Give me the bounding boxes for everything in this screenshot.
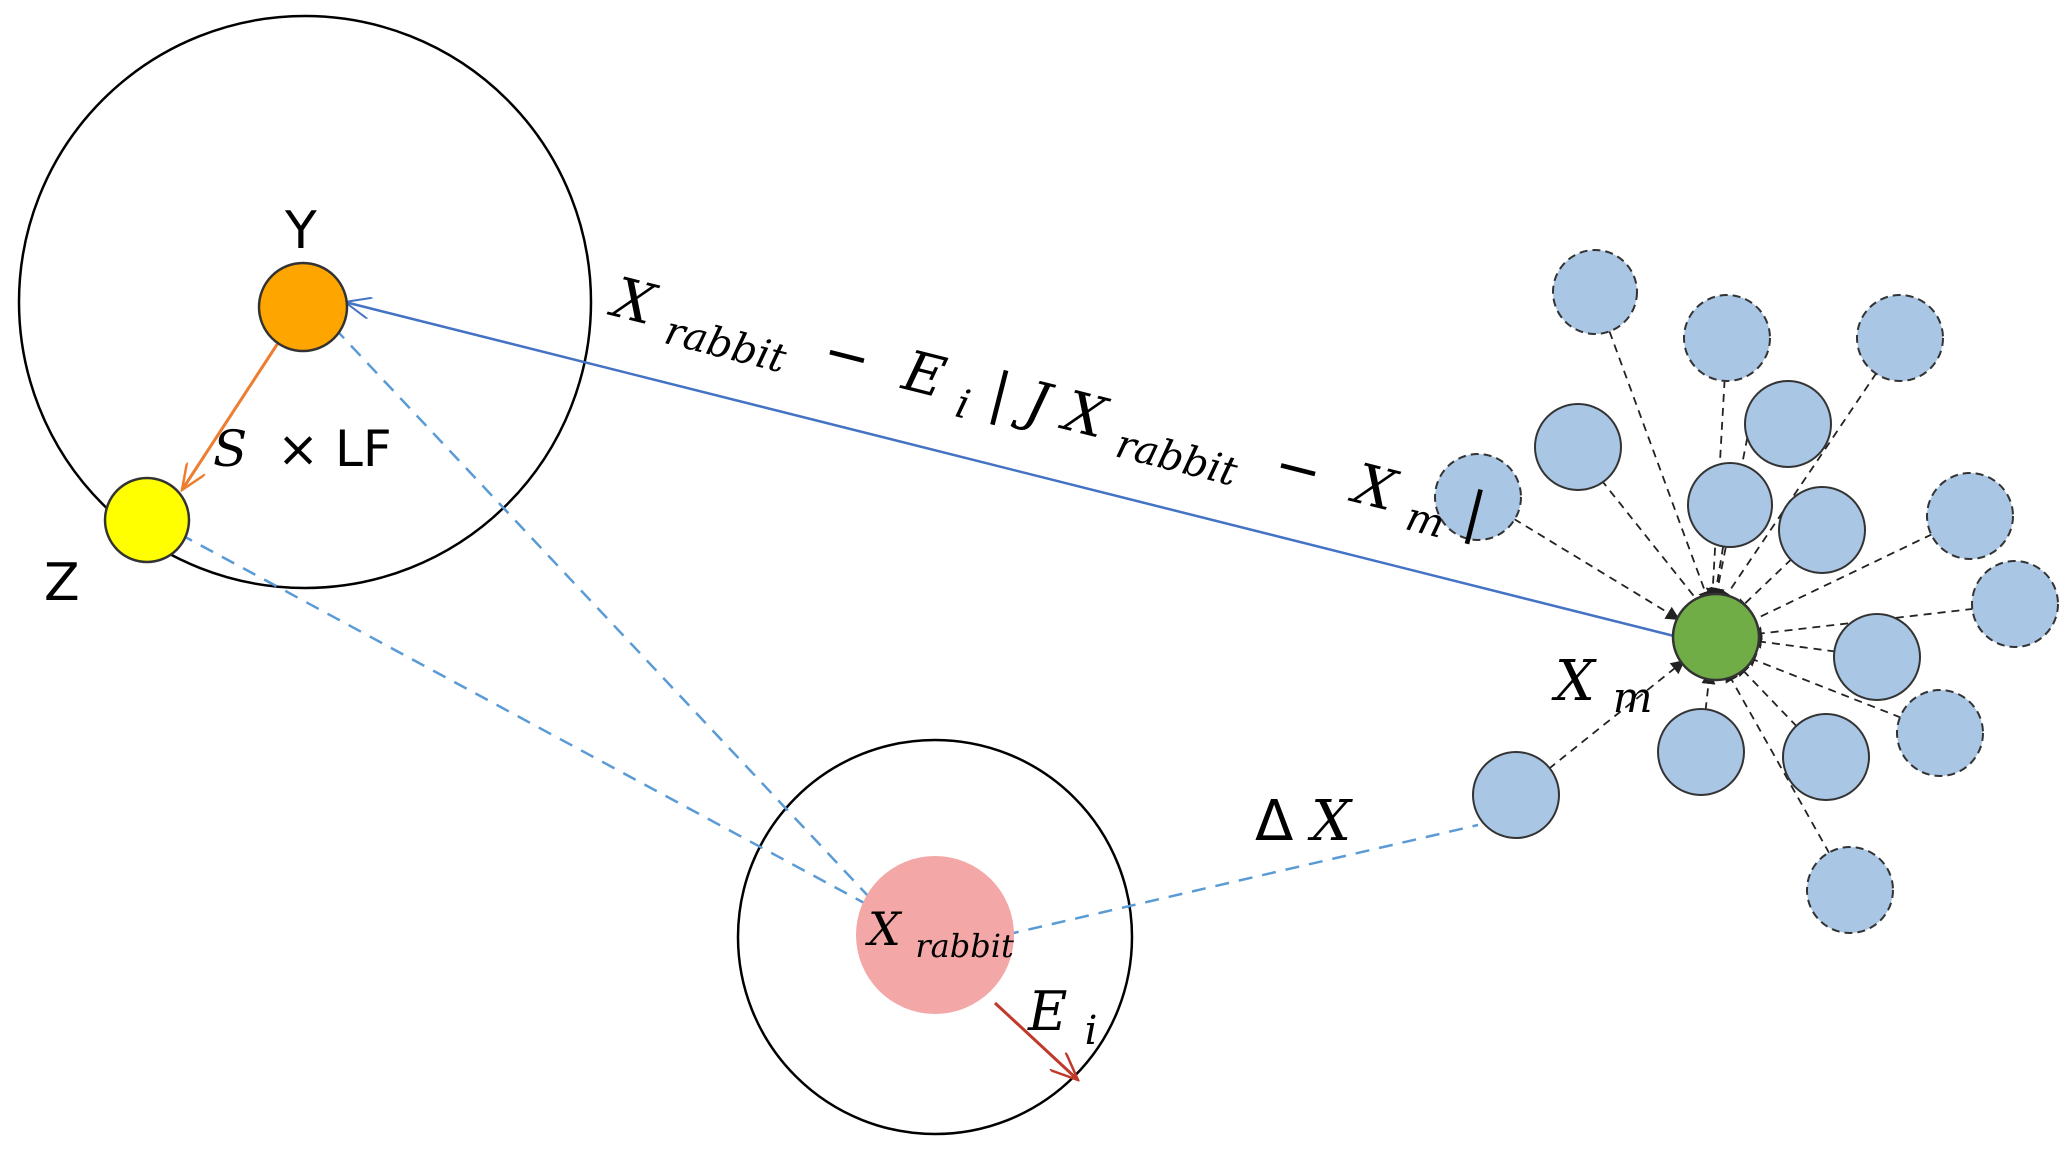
ei-sub: i: [1085, 1008, 1098, 1054]
hawk-node: [1534, 403, 1622, 491]
s-lf-label: S × LF: [213, 420, 392, 478]
formula-e: E: [896, 338, 952, 411]
orange-arrow-y-to-z: [182, 339, 282, 490]
delta-x-symbol: X: [1307, 789, 1353, 854]
ei-base: E: [1027, 980, 1067, 1043]
hawk-node: [1896, 689, 1984, 777]
lf-symbol: LF: [335, 420, 392, 478]
formula-esub: i: [951, 381, 975, 429]
hawk-node: [1744, 380, 1832, 468]
formula-x1: X: [603, 265, 663, 339]
xm-sub: m: [1613, 673, 1653, 722]
xm-node: [1671, 592, 1761, 682]
formula-sub3: m: [1401, 494, 1449, 548]
hawk-node: [1552, 249, 1638, 335]
hawk-node: [1833, 613, 1921, 701]
rabbit-node: [856, 856, 1014, 1014]
dashed-line-rabbit-z: [149, 516, 869, 907]
formula-sub2: rabbit: [1111, 421, 1242, 496]
x-rabbit-base: X: [865, 902, 903, 956]
x-rabbit-label: X rabbit: [865, 902, 1014, 965]
formula-x2: X: [1054, 378, 1114, 452]
hawk-node: [1687, 462, 1773, 548]
hawk-node: [1683, 294, 1771, 382]
ei-arrow: [993, 1001, 1078, 1080]
xm-base: X: [1551, 649, 1597, 714]
hawk-node: [1782, 713, 1870, 801]
blue-arrow-xm-to-y: [345, 302, 1679, 639]
hawk-node: [1657, 708, 1745, 796]
hawk-node: [1856, 294, 1944, 382]
s-symbol: S: [213, 420, 247, 478]
x-rabbit-sub: rabbit: [915, 927, 1014, 965]
formula-label: X rabbit − E i | J X rabbit − X m |: [599, 265, 1492, 561]
hawk-node: [1971, 560, 2059, 648]
formula-x3: X: [1344, 451, 1404, 525]
xm-label: X m: [1551, 649, 1653, 722]
ei-label: E i: [1027, 980, 1097, 1054]
rabbit-region-circle: [736, 738, 1134, 1136]
svg-text:X rabbit −: X rabbit − E i | J X rabbit − X m |: [599, 265, 1491, 561]
formula-bar1: |: [983, 360, 1017, 428]
hawk-node: [1472, 751, 1560, 839]
formula-minus2: −: [1250, 427, 1346, 510]
formula-minus1: −: [799, 314, 895, 397]
formula-sub1: rabbit: [660, 308, 791, 383]
y-label: Y: [284, 201, 317, 261]
dashed-distance-lines: [149, 317, 1479, 937]
dashed-line-rabbit-y: [324, 317, 871, 899]
z-node: [103, 476, 191, 564]
formula-j: J: [1009, 367, 1060, 439]
hawk-node: [1806, 846, 1894, 934]
delta-symbol: Δ: [1255, 789, 1293, 854]
hawk-node: [1434, 453, 1522, 541]
times-symbol: ×: [277, 420, 319, 478]
z-label: Z: [44, 553, 80, 613]
y-node: [257, 261, 349, 353]
delta-x-label: Δ X: [1255, 789, 1353, 854]
dashed-line-rabbit-hawk: [1004, 823, 1479, 937]
exploration-region-circle: [17, 14, 593, 590]
hawk-node: [1778, 486, 1866, 574]
hawk-swarm: [1434, 249, 2059, 934]
hawk-node: [1926, 472, 2014, 560]
